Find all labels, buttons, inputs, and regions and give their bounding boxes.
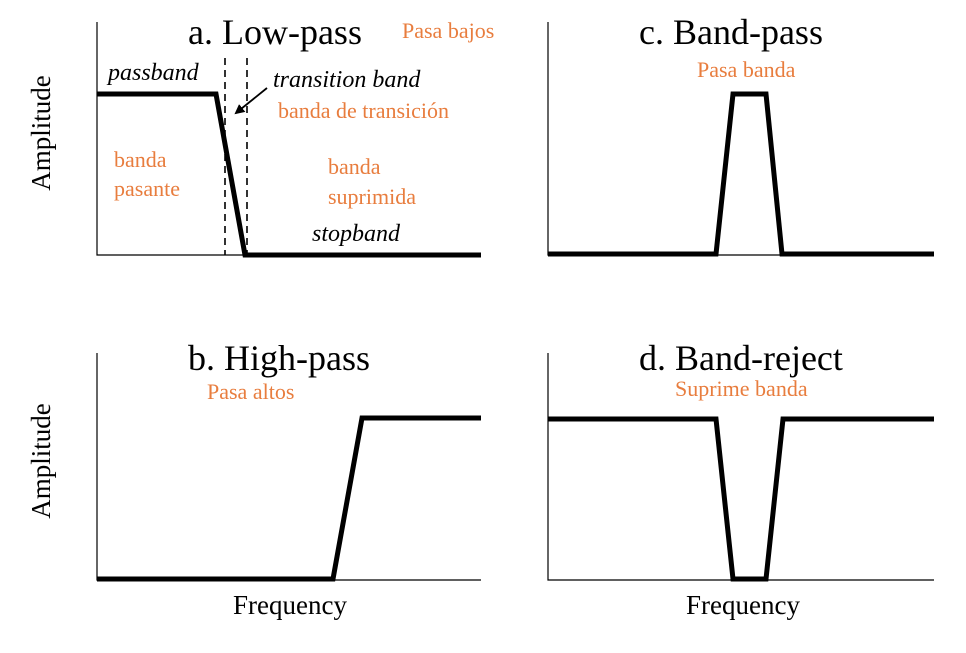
transition-band-spanish-label: banda de transición: [278, 98, 449, 123]
panel-b-y-axis-label: Amplitude: [26, 403, 56, 519]
panel-a-title: a. Low-pass: [188, 12, 362, 52]
stopband-spanish-label-line1: banda: [328, 154, 381, 179]
panel-c-title: c. Band-pass: [639, 12, 823, 52]
passband-label: passband: [106, 60, 200, 86]
panel-c-spanish-label: Pasa banda: [697, 57, 796, 82]
stopband-spanish-label-line2: suprimida: [328, 184, 416, 209]
panel-low-pass: a. Low-pass Pasa bajos passband transiti…: [26, 12, 494, 258]
panel-d-spanish-label: Suprime banda: [675, 376, 808, 401]
band-reject-response-curve: [548, 416, 934, 582]
panel-band-reject: d. Band-reject Suprime banda Frequency: [547, 338, 934, 620]
panel-band-pass: c. Band-pass Pasa banda: [547, 12, 934, 257]
panel-d-axes: [547, 353, 934, 581]
passband-spanish-label-line2: pasante: [114, 176, 180, 201]
band-pass-response-curve: [548, 91, 934, 257]
panel-a-axes: [96, 22, 481, 256]
high-pass-response-curve: [97, 415, 481, 582]
panel-b-spanish-label: Pasa altos: [207, 379, 294, 404]
panel-d-title: d. Band-reject: [639, 338, 843, 378]
transition-arrow: [234, 87, 268, 115]
panel-a-y-axis-label: Amplitude: [26, 75, 56, 191]
stopband-label: stopband: [312, 221, 401, 247]
panel-d-x-axis-label: Frequency: [686, 590, 800, 620]
passband-spanish-label-line1: banda: [114, 147, 167, 172]
low-pass-response-curve: [97, 91, 481, 258]
transition-band-label: transition band: [273, 67, 421, 93]
panel-b-title: b. High-pass: [188, 338, 370, 378]
panel-b-x-axis-label: Frequency: [233, 590, 347, 620]
panel-a-spanish-label: Pasa bajos: [402, 18, 494, 43]
panel-high-pass: b. High-pass Pasa altos Amplitude Freque…: [26, 338, 481, 620]
